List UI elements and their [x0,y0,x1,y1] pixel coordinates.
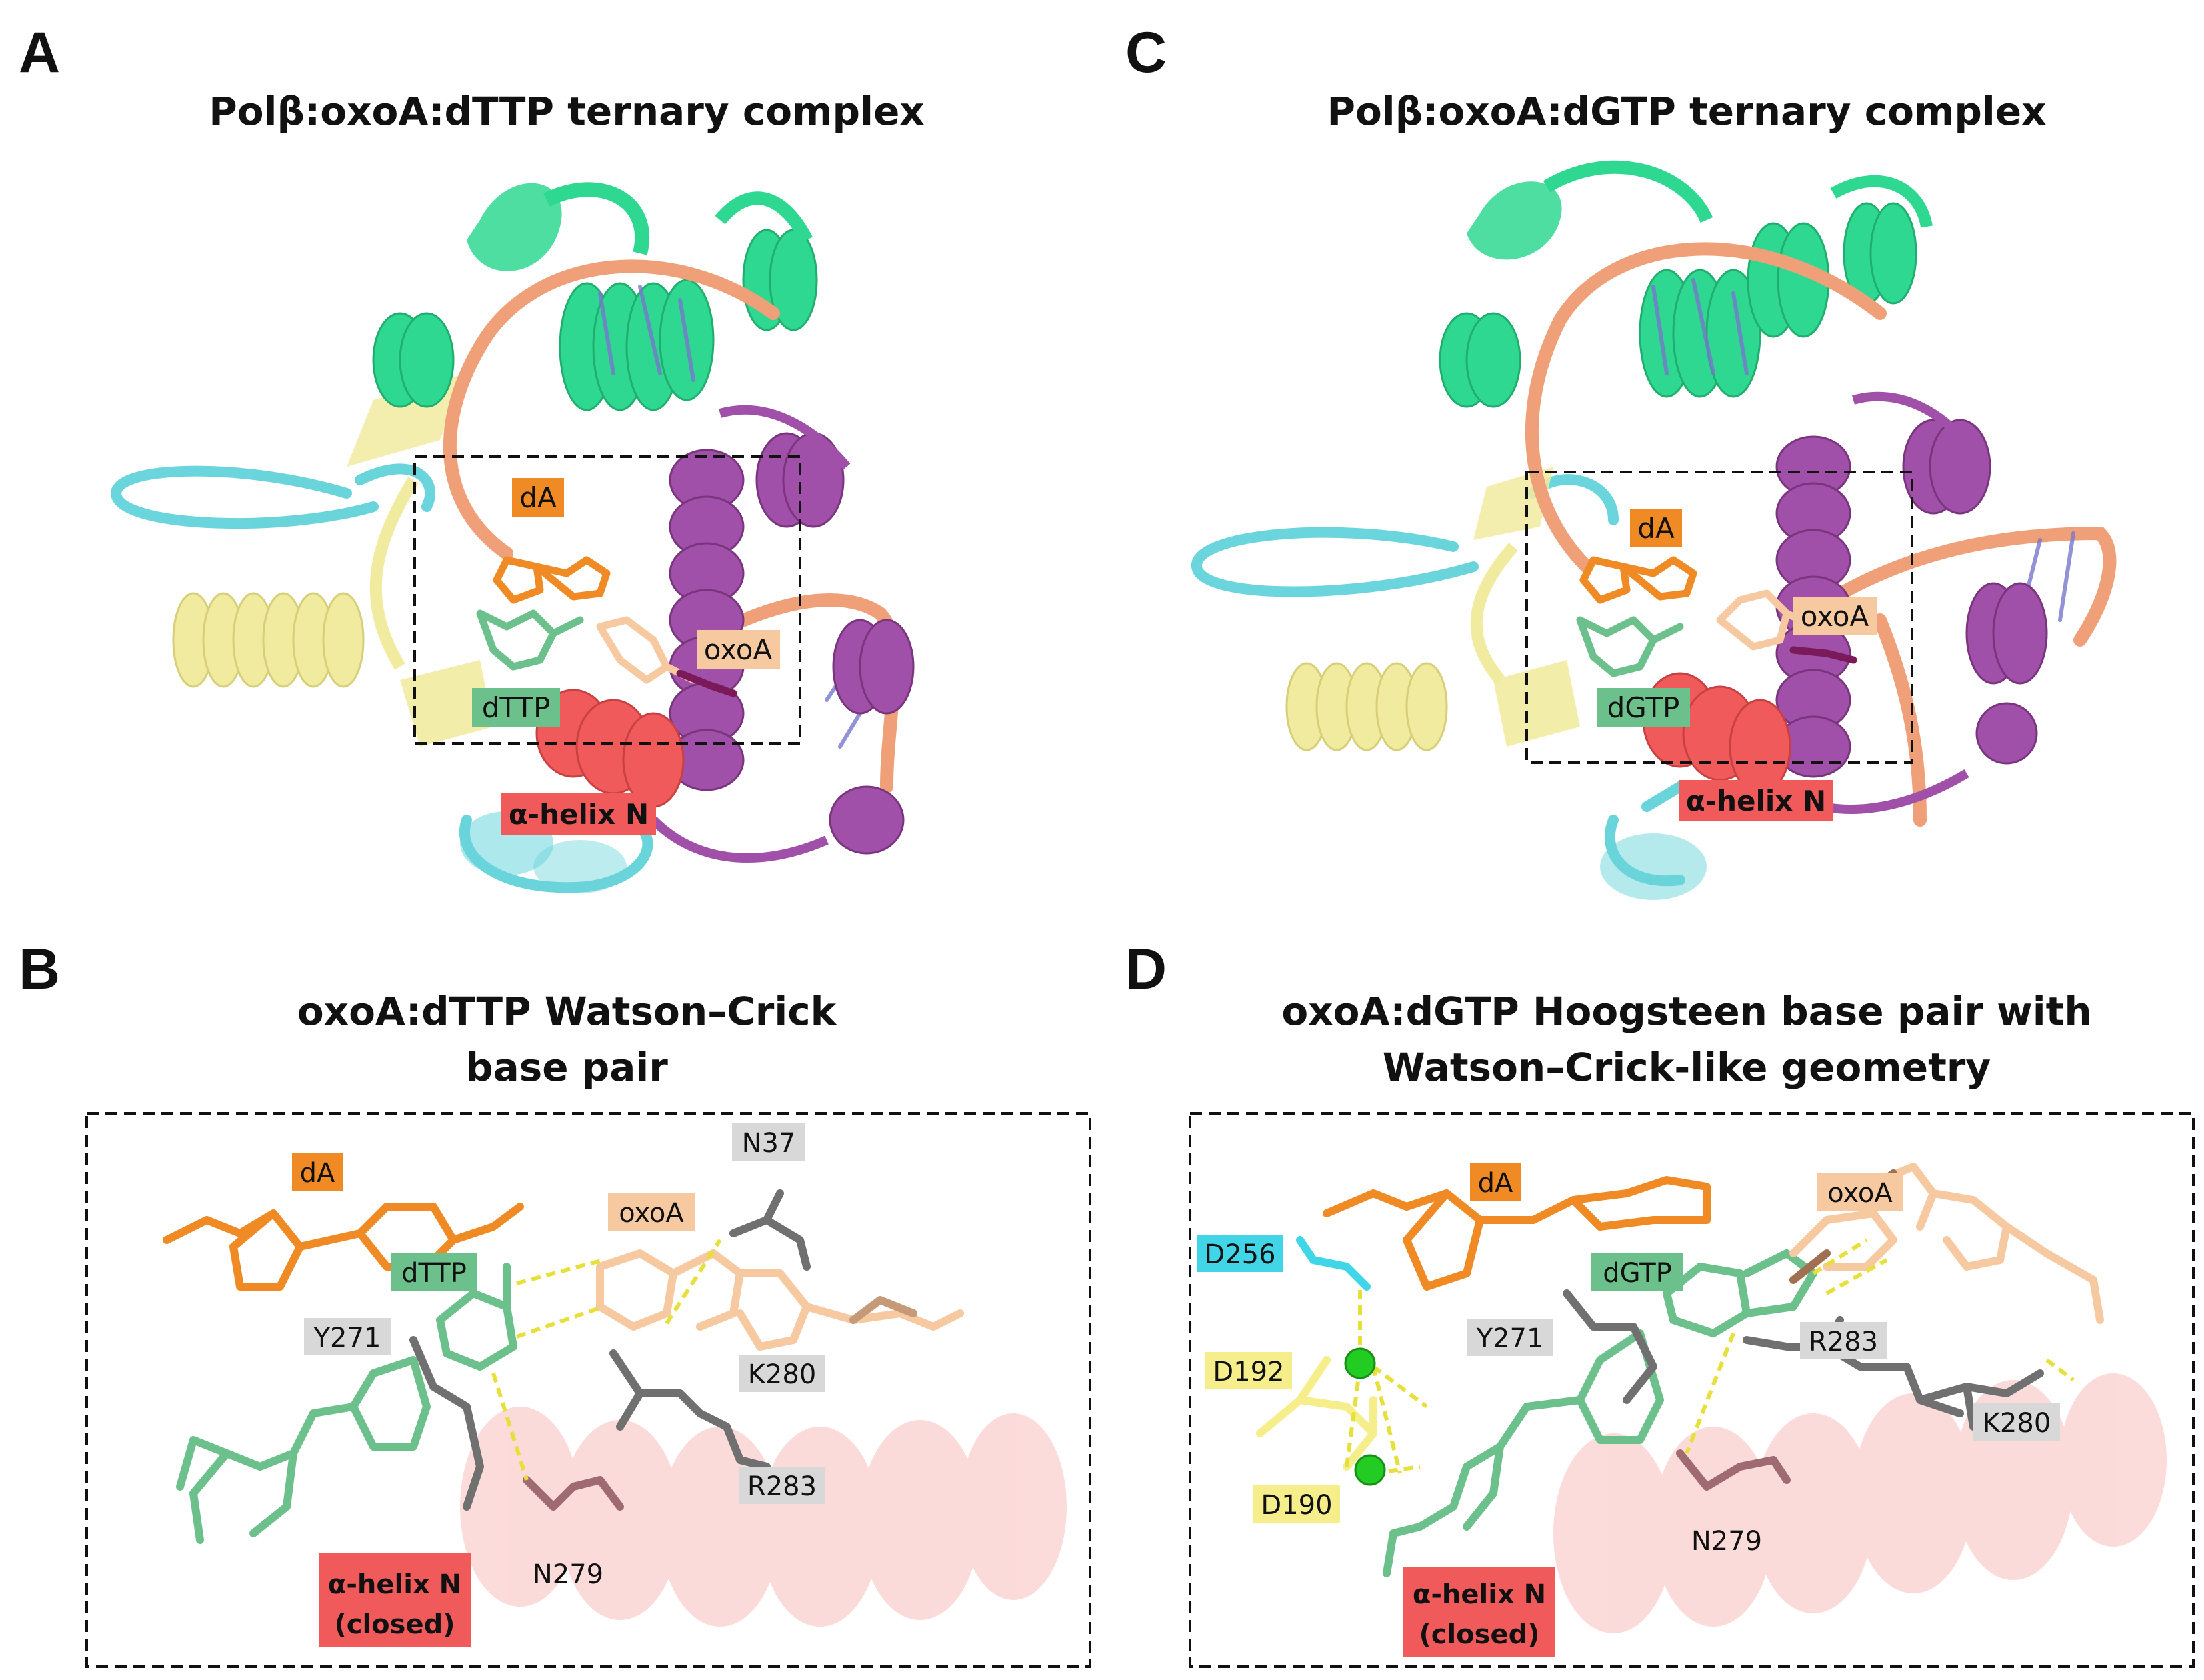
panel-c-dashed-box [1525,471,1913,764]
panel-a-label-helix: α-helix N [509,798,649,831]
panel-d-d192-stick [1256,1356,1377,1437]
panel-b-label-n279: N279 [533,1559,603,1590]
panel-d-label-oxoa: oxoA [1827,1178,1893,1209]
panel-d-da-stick [1323,1176,1711,1291]
panel-b-label-n37: N37 [742,1128,796,1159]
panel-b-label-y271: Y271 [313,1323,381,1353]
panel-b-label-r283: R283 [747,1471,817,1502]
panel-letter-c: C [1125,21,1167,85]
panel-d-faded-helix [1553,1373,2167,1633]
panel-b-label-dttp: dTTP [401,1258,467,1289]
panel-d-n279-stick [1676,1449,1791,1491]
panel-c-labels: dA oxoA dGTP α-helix N [1597,509,1877,821]
panel-a-label-dttp: dTTP [482,691,551,724]
panel-letter-b: B [19,937,61,1001]
panel-b-label-helix-line2: (closed) [334,1609,455,1640]
panel-b-da-stick [163,1203,524,1291]
panel-d-k280-stick [1916,1369,2044,1431]
panel-d-title-line1: oxoA:dGTP Hoogsteen base pair with [1281,989,2092,1034]
panel-d-label-n279: N279 [1691,1526,1762,1557]
panel-b-label-oxoa: oxoA [619,1198,684,1229]
panel-a-purple-domain [650,405,915,863]
panel-d-d190-stick [1343,1396,1377,1471]
panel-a-cyan-domain [111,463,653,893]
panel-d-oxoa-stick [1789,1163,2104,1324]
panel-c-structure [1191,160,2117,900]
panel-d-d256-stick [1296,1236,1371,1291]
panel-b-label-helix-line1: α-helix N [328,1569,461,1600]
panel-d-title-line2: Watson–Crick-like geometry [1382,1045,1991,1091]
panel-b-title-line2: base pair [465,1045,668,1091]
panel-d-label-helix-line2: (closed) [1419,1619,1539,1650]
panel-c-label-da: dA [1637,512,1675,545]
panel-d-structure [1256,1163,2167,1633]
panel-d-labels: dA oxoA D256 dGTP Y271 D192 R283 K280 D1… [1197,1163,2060,1657]
panel-d-label-helix-line1: α-helix N [1413,1579,1546,1610]
panel-d-title: oxoA:dGTP Hoogsteen base pair with Watso… [1220,983,2153,1095]
panel-letter-d: D [1125,937,1167,1001]
panel-b-dashed-box [85,1112,1091,1668]
panel-b-labels: dA N37 oxoA dTTP Y271 K280 R283 N279 α-h… [292,1123,825,1647]
panel-a-ligands [476,556,737,697]
panel-b-label-da: dA [300,1158,335,1189]
panel-b-hbonds [491,1239,722,1481]
panel-a-title: Polβ:oxoA:dTTP ternary complex [209,89,925,134]
panel-a-label-oxoa: oxoA [704,633,773,666]
panel-d-label-k280: K280 [1983,1408,2051,1439]
panel-d-label-y271: Y271 [1476,1323,1544,1354]
panel-b-oxoa-stick [596,1249,964,1351]
panel-c-label-helix: α-helix N [1686,785,1826,817]
panel-a-labels: dA oxoA dTTP α-helix N [472,478,780,835]
panel-d-label-dgtp: dGTP [1603,1258,1672,1289]
panel-c-title: Polβ:oxoA:dGTP ternary complex [1327,89,2047,134]
panel-d-dashed-box [1189,1112,2195,1668]
panel-a-green-domain [372,182,818,411]
panel-c-dna [1525,242,2117,827]
panel-b-label-k280: K280 [748,1359,817,1390]
panel-d-mg-ion-2 [1354,1454,1386,1486]
panel-b-dttp-stick [176,1263,517,1544]
panel-b-faded-helix [460,1407,1067,1627]
panel-d-label-r283: R283 [1809,1327,1878,1357]
panel-b-structure [163,1189,1067,1627]
panel-a-label-da: dA [519,481,557,514]
panel-d-label-d256: D256 [1204,1239,1275,1270]
panel-d-label-da: dA [1478,1168,1513,1199]
panel-b-y271-stick [409,1336,484,1511]
panel-c-label-dgtp: dGTP [1607,691,1680,724]
panel-b-title-line1: oxoA:dTTP Watson–Crick [297,989,837,1034]
panel-letter-a: A [19,21,61,85]
panel-b-n279-stick [523,1476,624,1511]
panel-b-k280-stick [609,1349,771,1471]
panel-d-mg-ion-1 [1344,1347,1376,1379]
panel-d-label-d192: D192 [1213,1357,1284,1387]
panel-a-structure [111,182,915,893]
panel-c-label-oxoa: oxoA [1801,600,1869,633]
panel-a-yellow-domain [172,373,493,747]
panel-c-green-domain [1439,160,1933,408]
panel-a-dashed-box [413,455,801,745]
panel-c-yellow-domain [1285,467,1580,751]
panel-b-title: oxoA:dTTP Watson–Crick base pair [133,983,1000,1095]
panel-d-y271-stick [1563,1289,1657,1404]
panel-b-n37-stick [729,1189,811,1271]
panel-d-label-d190: D190 [1261,1490,1332,1521]
